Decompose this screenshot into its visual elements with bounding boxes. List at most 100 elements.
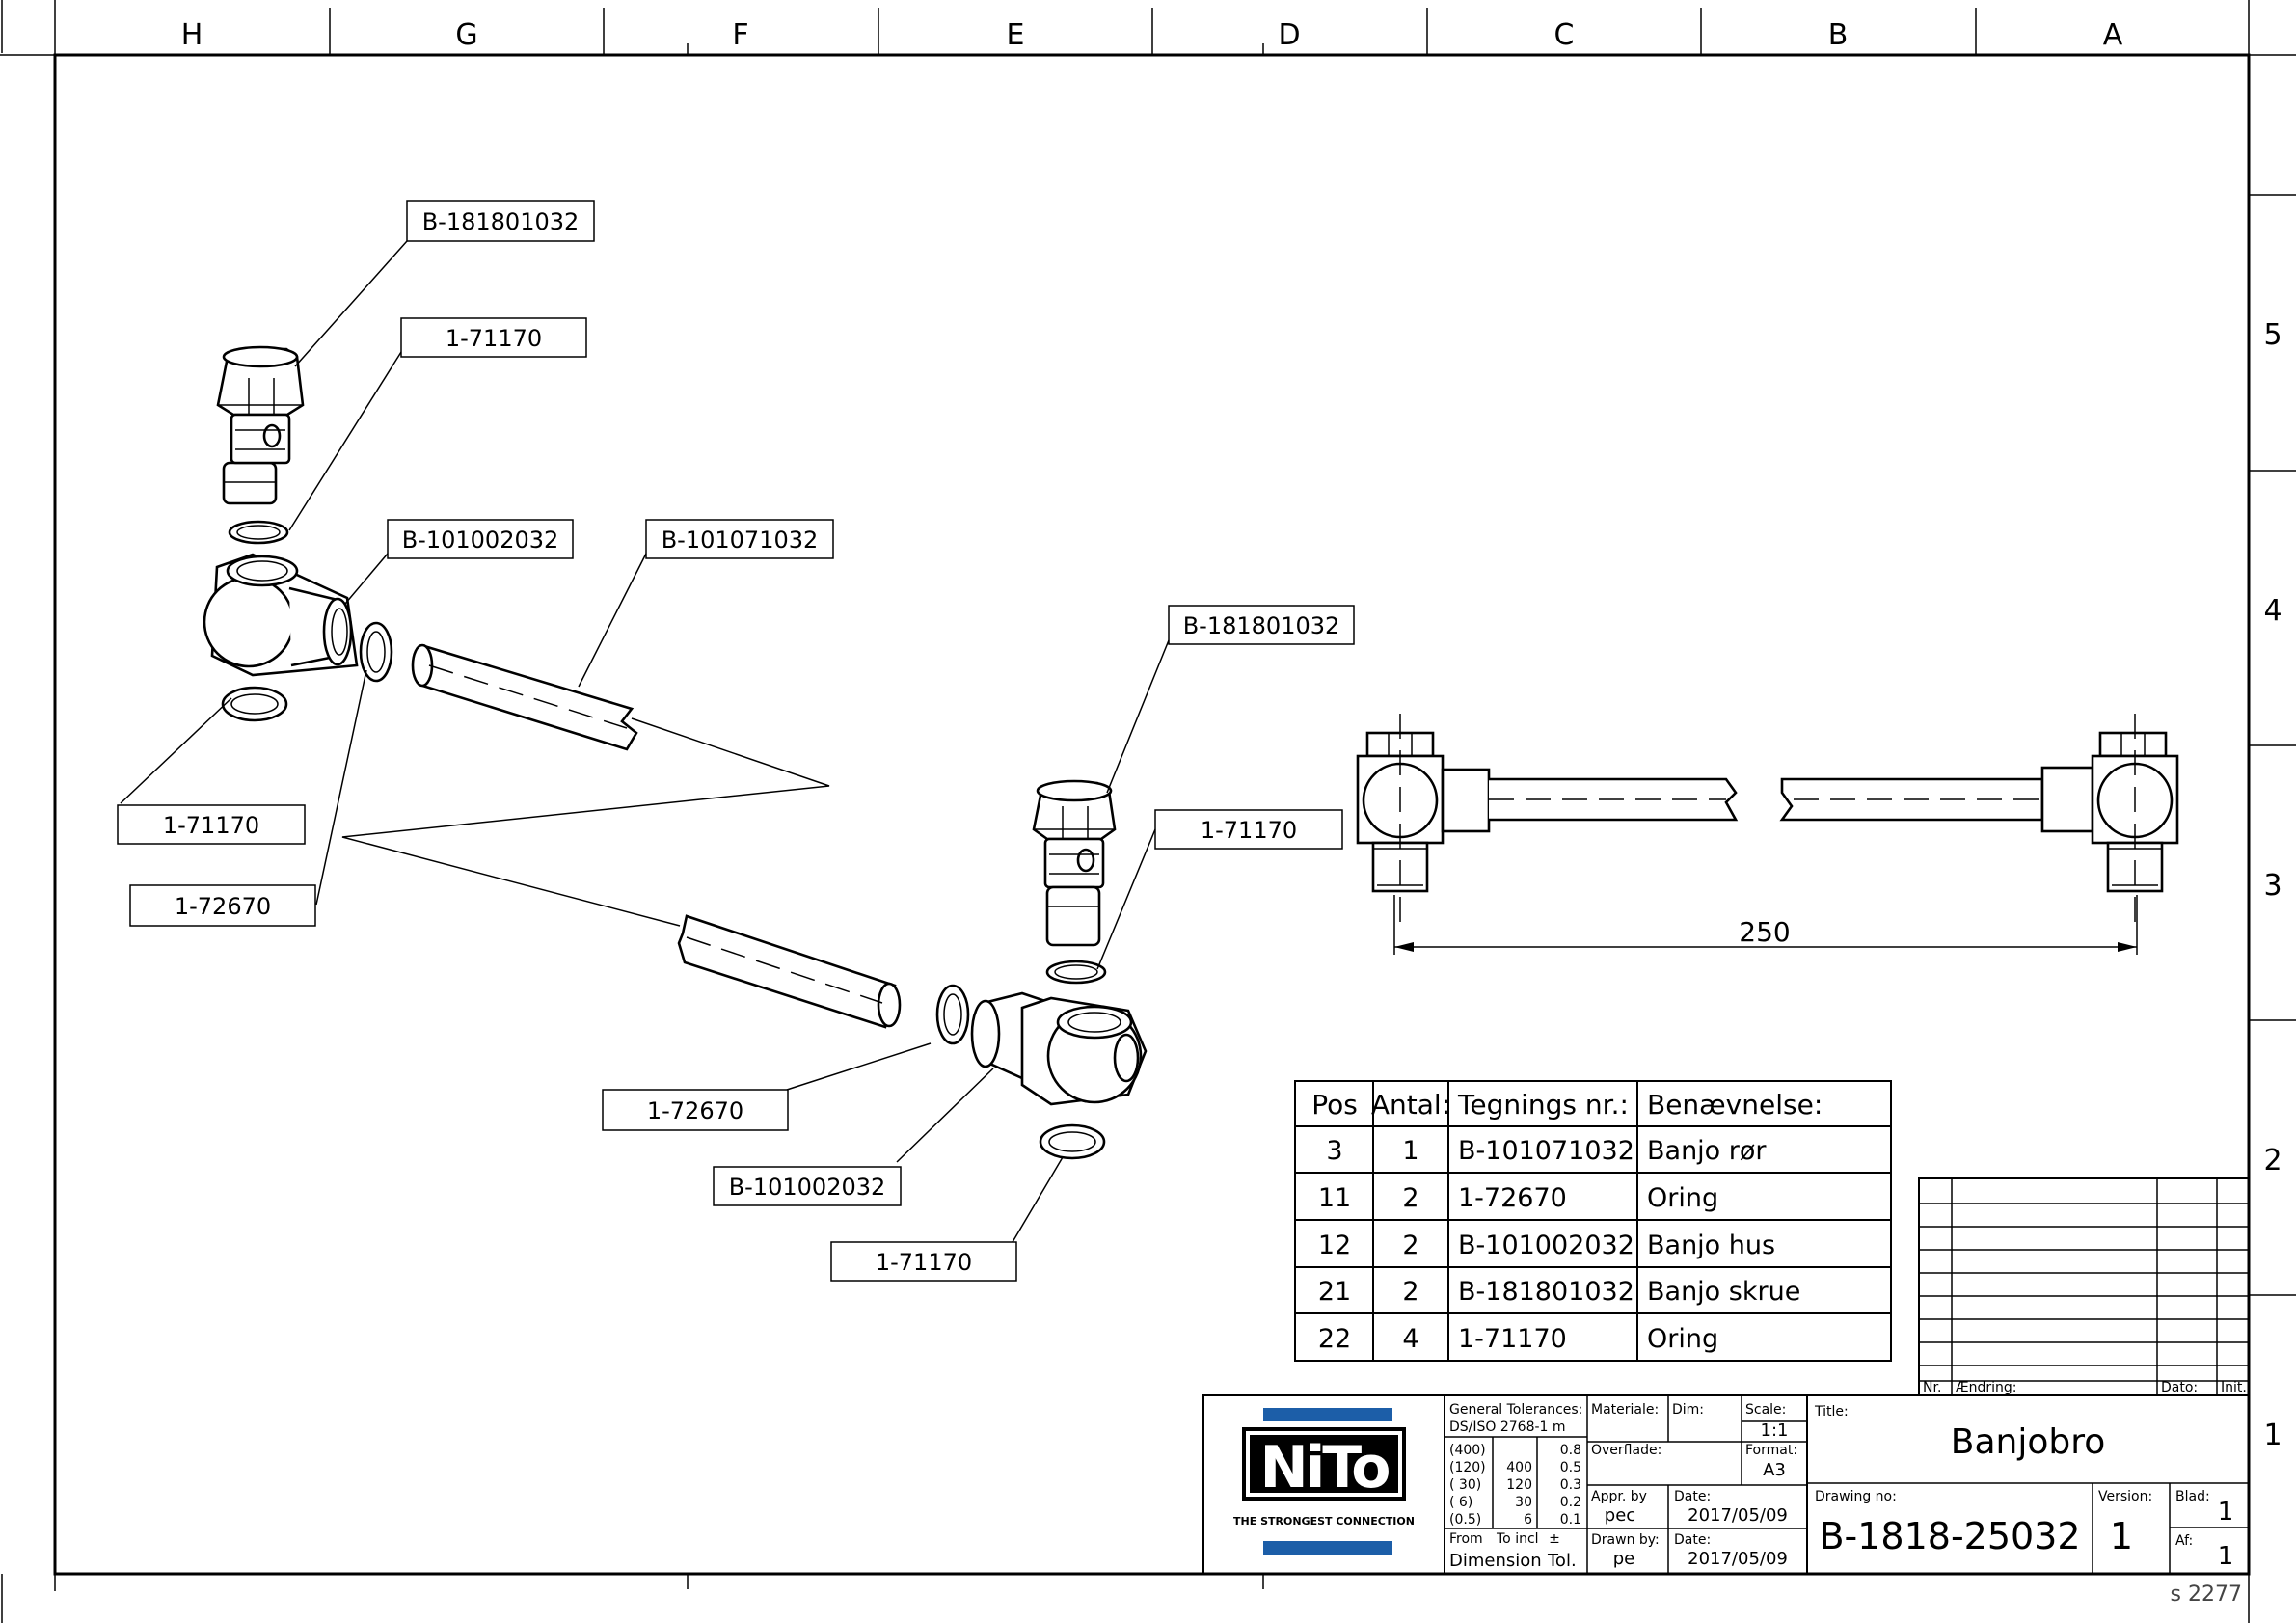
svg-text:(400): (400) [1449, 1443, 1486, 1458]
from-label: From [1449, 1531, 1483, 1547]
svg-text:1: 1 [1402, 1136, 1418, 1166]
svg-text:30: 30 [1515, 1495, 1532, 1510]
grid-col-d: D [1278, 18, 1300, 52]
parts-list: Pos Antal: Tegnings nr.: Benævnelse: 3 1… [1294, 1080, 1892, 1362]
sheet-reference: s 2277 [2171, 1582, 2242, 1607]
appr-by-value: pec [1605, 1505, 1635, 1526]
svg-text:B-181801032: B-181801032 [1458, 1277, 1634, 1307]
callout-text: 1-71170 [1201, 817, 1297, 844]
banjo-housing-left [203, 553, 359, 677]
banjo-screw-right [1032, 779, 1117, 947]
rev-col-init: Init. [2221, 1380, 2247, 1395]
parts-list-header: Pos Antal: Tegnings nr.: Benævnelse: [1311, 1089, 1823, 1121]
grid-col-a: A [2103, 18, 2123, 52]
revision-table: Nr. Ændring: Dato: Init. [1918, 1177, 2250, 1396]
svg-text:6: 6 [1524, 1512, 1532, 1528]
overflade-label: Overflade: [1591, 1443, 1661, 1458]
logo-bar-top [1263, 1408, 1392, 1421]
banjo-housing-right [970, 991, 1148, 1106]
blad-label: Blad: [2175, 1489, 2210, 1504]
svg-text:Banjo skrue: Banjo skrue [1647, 1277, 1800, 1307]
svg-text:B-101071032: B-101071032 [1458, 1136, 1634, 1166]
svg-text:(120): (120) [1449, 1460, 1486, 1475]
af-label: Af: [2175, 1533, 2193, 1549]
svg-text:22: 22 [1318, 1324, 1351, 1354]
tolerance-standard: DS/ISO 2768-1 m [1449, 1420, 1566, 1435]
grid-row-3: 3 [2263, 869, 2282, 903]
callout-text: 1-71170 [163, 812, 259, 839]
drawing-no-label: Drawing no: [1815, 1489, 1897, 1504]
grid-row-5: 5 [2263, 318, 2282, 352]
callout-5: 1-71170 [117, 804, 306, 845]
callout-9: 1-72670 [602, 1089, 789, 1131]
grid-column-labels: H G F E D C B A [181, 18, 2123, 52]
o-ring-right-bottom [1039, 1123, 1106, 1160]
blad-value: 1 [2218, 1498, 2234, 1527]
callout-text: 1-72670 [175, 893, 271, 920]
grid-col-b: B [1828, 18, 1849, 52]
svg-text:(0.5): (0.5) [1449, 1512, 1481, 1528]
dimension-label: Dimension [1449, 1551, 1542, 1571]
o-ring-left-bottom [221, 686, 288, 722]
drawn-date-label: Date: [1674, 1532, 1711, 1548]
svg-text:400: 400 [1506, 1460, 1532, 1475]
callout-text: B-181801032 [422, 208, 580, 235]
callout-1: B-181801032 [406, 200, 595, 242]
svg-text:120: 120 [1506, 1477, 1532, 1493]
parts-row: 11 2 1-72670 Oring [1318, 1183, 1718, 1213]
svg-text:B-101002032: B-101002032 [1458, 1231, 1634, 1260]
svg-text:1-71170: 1-71170 [1458, 1324, 1567, 1354]
appr-date-label: Date: [1674, 1489, 1711, 1504]
callout-text: B-101071032 [662, 527, 819, 554]
grid-col-c: C [1554, 18, 1575, 52]
svg-text:0.5: 0.5 [1560, 1460, 1581, 1475]
svg-text:Oring: Oring [1647, 1324, 1718, 1354]
callout-2: 1-71170 [400, 317, 587, 358]
svg-text:Banjo hus: Banjo hus [1647, 1231, 1775, 1260]
parts-row: 3 1 B-101071032 Banjo rør [1326, 1136, 1767, 1166]
logo-wordmark: NiTo [1260, 1434, 1390, 1501]
af-value: 1 [2218, 1542, 2234, 1571]
svg-text:21: 21 [1318, 1277, 1351, 1307]
grid-col-f: F [732, 18, 748, 52]
rev-col-aendring: Ændring: [1956, 1380, 2017, 1395]
callout-7: B-181801032 [1168, 605, 1355, 645]
grid-col-h: H [181, 18, 203, 52]
callout-text: B-181801032 [1183, 612, 1340, 639]
header-tegnings-nr: Tegnings nr.: [1457, 1089, 1629, 1121]
svg-text:Oring: Oring [1647, 1183, 1718, 1213]
tol-label: Tol. [1547, 1551, 1577, 1571]
grid-row-4: 4 [2263, 594, 2282, 628]
svg-text:0.8: 0.8 [1560, 1443, 1581, 1458]
callout-10: B-101002032 [713, 1166, 902, 1206]
materiale-label: Materiale: [1591, 1402, 1659, 1418]
o-ring-right-side [935, 984, 970, 1045]
rev-col-nr: Nr. [1923, 1380, 1941, 1395]
nito-logo: NiTo THE STRONGEST CONNECTION [1233, 1408, 1415, 1555]
svg-text:2: 2 [1402, 1277, 1418, 1307]
o-ring-left-side [359, 621, 393, 683]
scale-label: Scale: [1745, 1402, 1786, 1418]
svg-text:0.2: 0.2 [1560, 1495, 1581, 1510]
callout-text: B-101002032 [729, 1174, 886, 1201]
parts-row: 21 2 B-181801032 Banjo skrue [1318, 1277, 1800, 1307]
scale-value: 1:1 [1761, 1420, 1789, 1441]
plusminus-label: ± [1549, 1531, 1560, 1547]
svg-text:12: 12 [1318, 1231, 1351, 1260]
exploded-assembly-right [677, 779, 1148, 1160]
svg-text:0.1: 0.1 [1560, 1512, 1581, 1528]
assembled-side-view: 250 [1356, 714, 2179, 955]
svg-text:( 30): ( 30) [1449, 1477, 1481, 1493]
logo-bar-bottom [1263, 1541, 1392, 1555]
svg-text:2: 2 [1402, 1183, 1418, 1213]
logo-tagline: THE STRONGEST CONNECTION [1233, 1515, 1415, 1528]
svg-text:( 6): ( 6) [1449, 1495, 1472, 1510]
callout-4: B-101071032 [645, 519, 834, 559]
callout-6: 1-72670 [129, 884, 316, 927]
grid-col-e: E [1007, 18, 1025, 52]
callout-text: 1-71170 [446, 325, 542, 352]
grid-row-labels: 5 4 3 2 1 [2263, 318, 2282, 1452]
title-label: Title: [1814, 1404, 1849, 1420]
parts-row: 12 2 B-101002032 Banjo hus [1318, 1231, 1775, 1260]
